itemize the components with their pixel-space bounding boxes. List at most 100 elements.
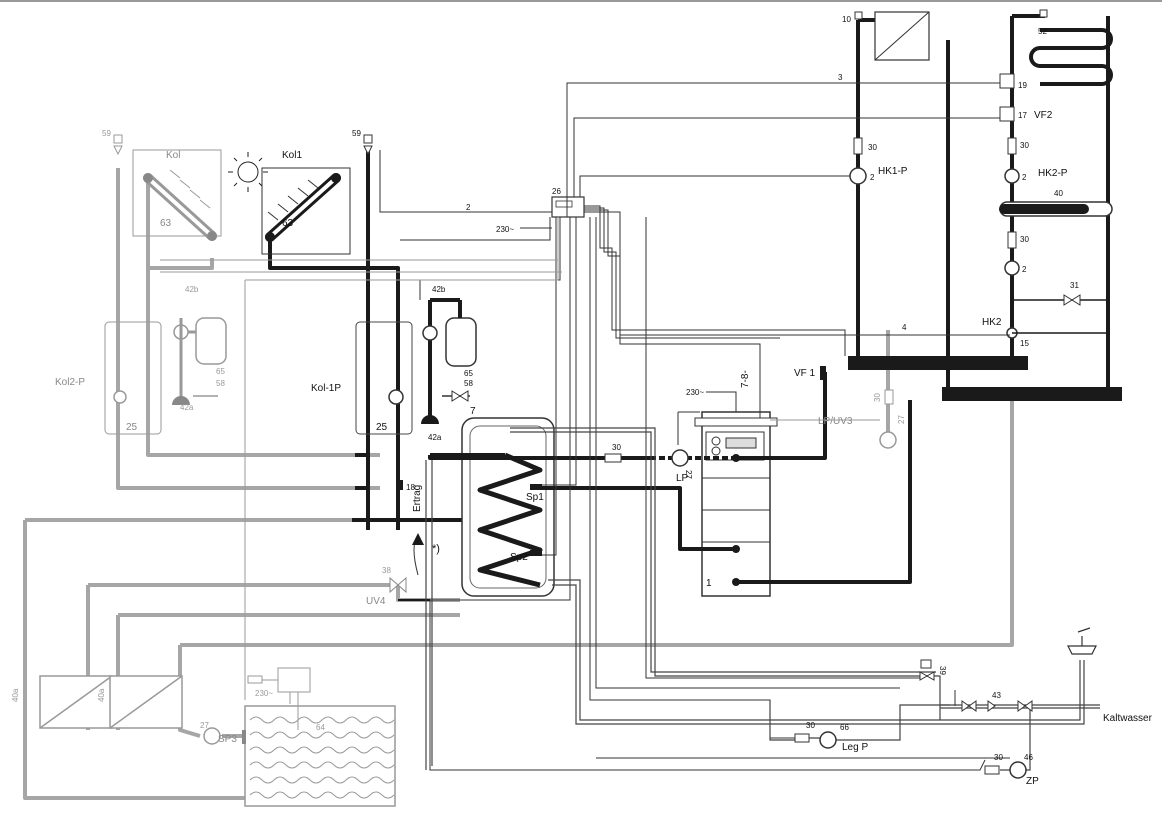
wire-count-2: 2 bbox=[466, 203, 471, 212]
charging-pump-icon bbox=[671, 449, 689, 467]
label-63: 63 bbox=[282, 218, 294, 229]
boiler bbox=[694, 411, 778, 597]
label-legp: Leg P bbox=[842, 742, 868, 753]
label-25: 25 bbox=[376, 422, 388, 433]
label-18: 18 bbox=[406, 483, 415, 492]
label-kol1p: Kol-1P bbox=[311, 383, 341, 394]
label-59: 59 bbox=[352, 129, 361, 138]
valve-uv4 bbox=[389, 576, 407, 594]
boiler-pipes bbox=[428, 372, 912, 584]
label-43: 43 bbox=[992, 691, 1001, 700]
label-52: 52 bbox=[1038, 27, 1047, 36]
sensor-sp2 bbox=[530, 550, 542, 556]
air-vent-52 bbox=[1039, 9, 1048, 18]
grey-drain bbox=[172, 396, 190, 405]
mixing-valve-39 bbox=[919, 671, 935, 681]
grey-solar-pump-icon bbox=[113, 390, 127, 404]
valve-58 bbox=[451, 390, 469, 402]
air-vent-10 bbox=[854, 11, 863, 20]
storage-tank bbox=[461, 417, 555, 597]
label-vf1: VF 1 bbox=[794, 368, 816, 379]
legionella-pump-icon bbox=[819, 731, 837, 749]
label-sp2: Sp2 bbox=[510, 552, 528, 563]
faucet-icon bbox=[1067, 627, 1097, 655]
label-30-hk1: 30 bbox=[868, 143, 877, 152]
sensor-vf1 bbox=[820, 366, 826, 380]
label-sp3: SP3 bbox=[218, 734, 237, 745]
label-zp: ZP bbox=[1026, 776, 1039, 787]
label-ertrag: Ertrag bbox=[412, 485, 423, 512]
wire-count-3: 3 bbox=[838, 73, 843, 82]
label-25-grey: 25 bbox=[126, 422, 138, 433]
solar-pump-icon bbox=[388, 389, 404, 405]
solar-pressure-gauge bbox=[422, 325, 438, 341]
label-30-zp: 30 bbox=[994, 753, 1003, 762]
label-7-8: 7-8- bbox=[740, 370, 751, 388]
label-kol: Kol bbox=[166, 150, 180, 161]
label-30-lp2: 30 bbox=[612, 443, 621, 452]
check-valve-30c bbox=[1007, 231, 1017, 249]
solar-pump-group-box bbox=[355, 321, 413, 435]
check-valve-30a bbox=[853, 137, 863, 155]
label-65-grey: 65 bbox=[216, 367, 225, 376]
label-lp: LP bbox=[676, 473, 689, 484]
hk1-pump-icon bbox=[849, 167, 867, 185]
label-lp-uv3: LP/UV3 bbox=[818, 416, 853, 427]
label-65: 65 bbox=[464, 369, 473, 378]
label-27-lp: 27 bbox=[897, 415, 906, 424]
label-230-pool: 230~ bbox=[255, 689, 273, 698]
label-42b-grey: 42b bbox=[185, 285, 199, 294]
grey-pump-group-box bbox=[104, 321, 162, 435]
label-kol1: Kol1 bbox=[282, 150, 302, 161]
lp-uv3-pump-icon bbox=[879, 431, 897, 449]
label-39: 39 bbox=[938, 666, 947, 675]
hk2-pump-icon bbox=[1004, 168, 1020, 184]
wire-count-4: 4 bbox=[902, 323, 907, 332]
label-15: 15 bbox=[1020, 339, 1029, 348]
grey-heat-exchangers bbox=[39, 675, 183, 729]
label-30-leg: 30 bbox=[806, 721, 815, 730]
grey-expansion-tank bbox=[195, 317, 227, 365]
label-19: 19 bbox=[1018, 81, 1027, 90]
label-26: 26 bbox=[552, 187, 561, 196]
label-30-lp: 30 bbox=[873, 393, 882, 402]
label-31: 31 bbox=[1070, 281, 1079, 290]
flow-arrow-head bbox=[412, 533, 424, 545]
label-27-charge: 27 bbox=[684, 470, 693, 479]
header-supply bbox=[848, 356, 1028, 370]
sun-icon bbox=[228, 152, 268, 192]
grey-collector bbox=[132, 149, 222, 241]
check-valve-30g bbox=[604, 453, 622, 463]
label-42a-grey: 42a bbox=[180, 403, 194, 412]
pool-controller bbox=[277, 667, 311, 693]
label-42a: 42a bbox=[428, 433, 442, 442]
sensor-17 bbox=[999, 106, 1015, 122]
check-valve-30d bbox=[884, 389, 894, 405]
air-vent-icons bbox=[113, 134, 373, 156]
sensor-19 bbox=[999, 73, 1015, 89]
label-58-grey: 58 bbox=[216, 379, 225, 388]
pool-pump-icon bbox=[203, 727, 221, 745]
label-59-grey: 59 bbox=[102, 129, 111, 138]
label-uv4: UV4 bbox=[366, 596, 386, 607]
sensor-sp1 bbox=[530, 484, 542, 490]
label-58: 58 bbox=[464, 379, 473, 388]
solar-collector bbox=[261, 167, 351, 255]
sensor-18 bbox=[397, 480, 403, 490]
label-1: 1 bbox=[706, 578, 712, 589]
label-64: 64 bbox=[316, 723, 325, 732]
label-kaltwasser: Kaltwasser bbox=[1103, 713, 1153, 724]
label-40a-left: 40a bbox=[11, 688, 20, 702]
label-30-hk2: 30 bbox=[1020, 141, 1029, 150]
label-63-grey: 63 bbox=[160, 218, 172, 229]
safety-group-43 bbox=[954, 690, 1033, 712]
solar-radiation-arrows bbox=[169, 169, 319, 221]
header-return bbox=[942, 387, 1122, 401]
label-hk2p: HK2-P bbox=[1038, 168, 1068, 179]
label-230-boiler: 230~ bbox=[686, 388, 704, 397]
label-27-pool: 27 bbox=[200, 721, 209, 730]
control-wiring bbox=[379, 82, 1010, 771]
label-40: 40 bbox=[1054, 189, 1063, 198]
